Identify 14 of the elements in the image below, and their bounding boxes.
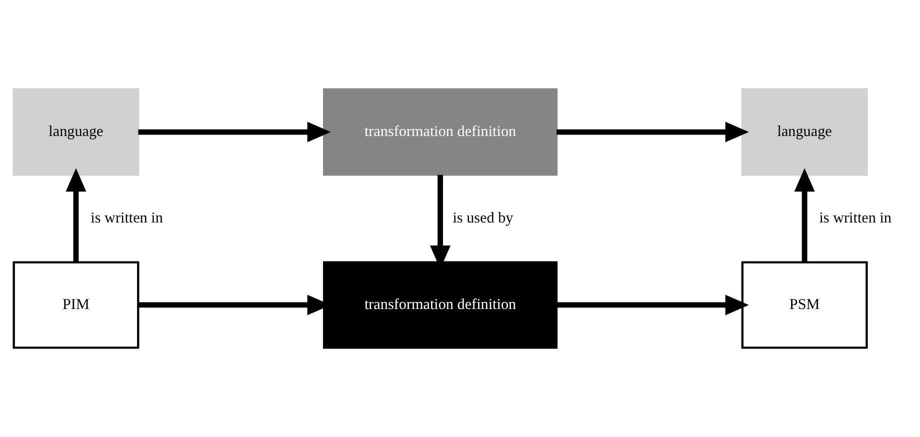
arrow [556,122,749,142]
node-box: transformation definition [323,88,558,176]
edge-label: is used by [452,210,514,226]
arrow [556,294,749,316]
node-box: language [12,88,140,176]
node-box: transformation definition [323,261,558,349]
arrow [794,168,815,262]
arrow [138,122,331,142]
edge-label: is written in [90,210,163,226]
node-box: PIM [12,261,140,349]
edge-label: is written in [819,210,892,226]
arrow [66,168,86,262]
node-box: language [741,88,868,176]
node-box: PSM [741,261,868,349]
